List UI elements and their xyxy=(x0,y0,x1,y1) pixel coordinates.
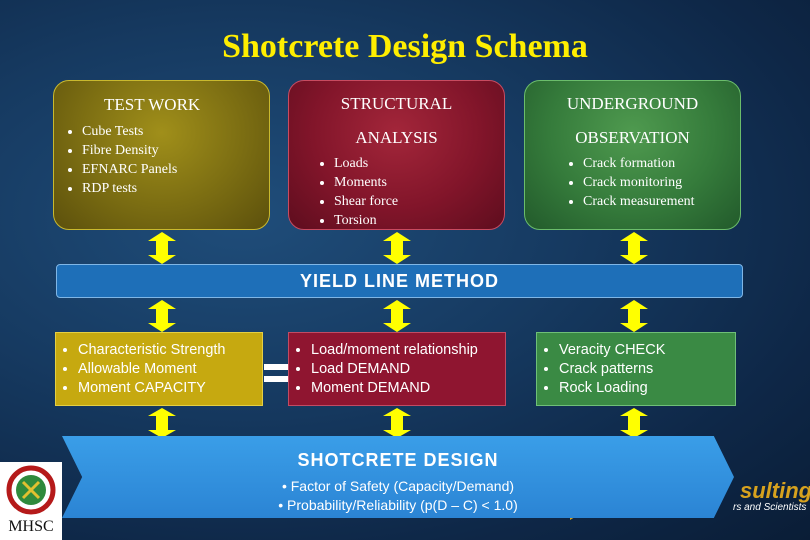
test-work-box: TEST WORK Cube Tests Fibre Density EFNAR… xyxy=(53,80,270,230)
list-item: Crack measurement xyxy=(583,192,740,211)
demand-box: Load/moment relationship Load DEMAND Mom… xyxy=(288,332,506,406)
double-arrow-icon xyxy=(148,408,176,438)
brand-tagline: rs and Scientists xyxy=(733,502,807,513)
list-item: Torsion xyxy=(334,211,504,230)
structural-heading-2: ANALYSIS xyxy=(355,128,438,147)
double-arrow-icon xyxy=(383,232,411,264)
double-arrow-icon xyxy=(620,232,648,264)
test-work-heading: TEST WORK xyxy=(104,95,201,114)
double-arrow-icon xyxy=(148,232,176,264)
structural-list: Loads Moments Shear force Torsion xyxy=(289,154,504,230)
seal-icon xyxy=(6,465,56,515)
list-item: Moment DEMAND xyxy=(311,379,505,398)
list-item: Crack patterns xyxy=(559,360,735,379)
list-item: • Factor of Safety (Capacity/Demand) xyxy=(281,478,515,494)
list-item: Loads xyxy=(334,154,504,173)
double-arrow-icon xyxy=(383,408,411,438)
list-item: Fibre Density xyxy=(82,141,269,160)
list-item: Moments xyxy=(334,173,504,192)
yield-line-bar: YIELD LINE METHOD xyxy=(56,264,743,298)
veracity-box: Veracity CHECK Crack patterns Rock Loadi… xyxy=(536,332,736,406)
double-arrow-icon xyxy=(383,300,411,332)
list-item: Moment CAPACITY xyxy=(78,379,262,398)
double-arrow-icon xyxy=(620,300,648,332)
list-item: EFNARC Panels xyxy=(82,160,269,179)
equals-sign-icon xyxy=(264,364,288,370)
list-item: Characteristic Strength xyxy=(78,341,262,360)
structural-heading-1: STRUCTURAL xyxy=(340,94,453,113)
capacity-box: Characteristic Strength Allowable Moment… xyxy=(55,332,263,406)
mhsc-logo: MHSC xyxy=(0,462,62,540)
list-item: Rock Loading xyxy=(559,379,735,398)
list-item: Load/moment relationship xyxy=(311,341,505,360)
double-arrow-icon xyxy=(148,300,176,332)
brand-text: sulting xyxy=(740,478,810,503)
structural-analysis-box: STRUCTURAL ANALYSIS Loads Moments Shear … xyxy=(288,80,505,230)
shotcrete-design-title: SHOTCRETE DESIGN xyxy=(297,450,499,470)
double-arrow-icon xyxy=(620,408,648,438)
test-work-list: Cube Tests Fibre Density EFNARC Panels R… xyxy=(54,122,269,198)
list-item: Crack formation xyxy=(583,154,740,173)
shotcrete-design-box: SHOTCRETE DESIGN • Factor of Safety (Cap… xyxy=(62,436,734,518)
list-item: Veracity CHECK xyxy=(559,341,735,360)
list-item: RDP tests xyxy=(82,179,269,198)
list-item: Shear force xyxy=(334,192,504,211)
list-item: • Probability/Reliability (p(D – C) < 1.… xyxy=(278,497,518,513)
equals-sign-icon xyxy=(264,376,288,382)
underground-observation-box: UNDERGROUND OBSERVATION Crack formation … xyxy=(524,80,741,230)
underground-list: Crack formation Crack monitoring Crack m… xyxy=(525,154,740,211)
underground-heading-1: UNDERGROUND xyxy=(566,94,699,113)
logo-text: MHSC xyxy=(8,518,54,535)
list-item: Load DEMAND xyxy=(311,360,505,379)
list-item: Allowable Moment xyxy=(78,360,262,379)
shotcrete-design-list: • Factor of Safety (Capacity/Demand) • P… xyxy=(62,477,734,515)
list-item: Cube Tests xyxy=(82,122,269,141)
list-item: Crack monitoring xyxy=(583,173,740,192)
underground-heading-2: OBSERVATION xyxy=(575,128,690,147)
page-title: Shotcrete Design Schema xyxy=(222,28,588,65)
